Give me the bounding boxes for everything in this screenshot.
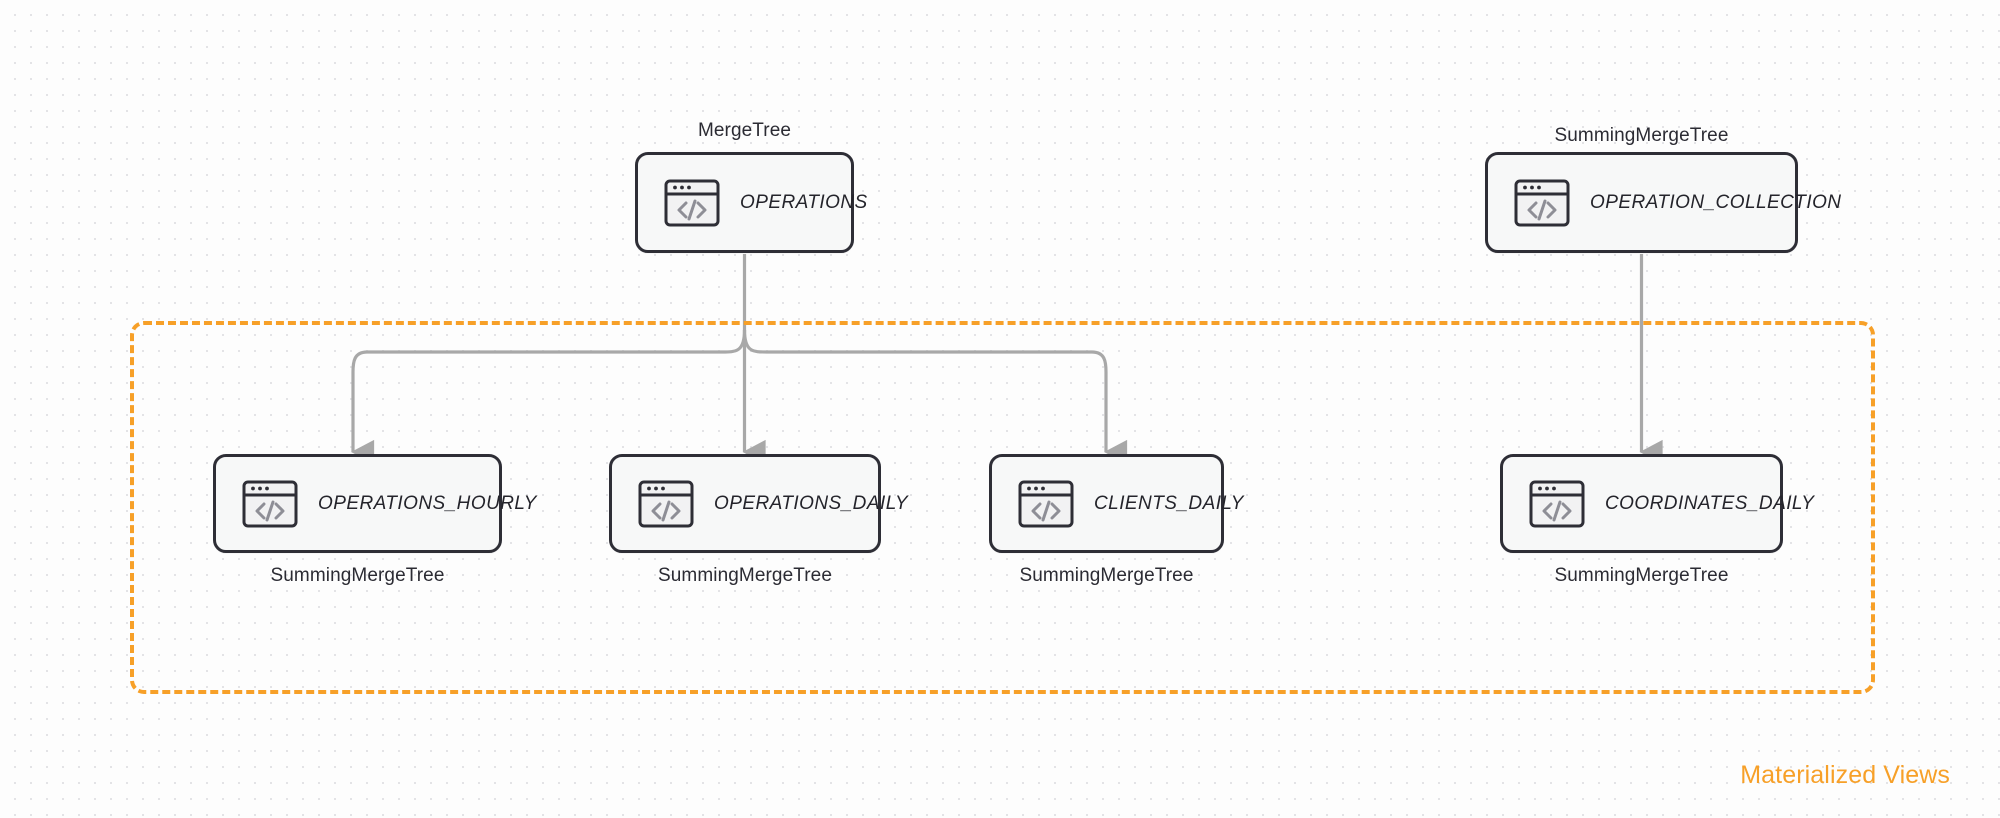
node-clients-daily[interactable]: CLIENTS_DAILY [989, 454, 1243, 553]
code-window-icon [664, 178, 720, 228]
code-window-icon [242, 479, 298, 529]
node-operations[interactable]: OPERATIONS [635, 152, 867, 253]
node-label-operation-collection: OPERATION_COLLECTION [1590, 191, 1842, 213]
engine-caption-operations: MergeTree [697, 120, 792, 141]
engine-caption-operations-hourly: SummingMergeTree [270, 565, 445, 586]
node-label-clients-daily: CLIENTS_DAILY [1094, 492, 1244, 514]
node-label-operations-hourly: OPERATIONS_HOURLY [318, 492, 537, 514]
materialized-views-group-label: Materialized Views [1740, 761, 1950, 789]
node-coordinates-daily[interactable]: COORDINATES_DAILY [1500, 454, 1814, 553]
code-window-icon [1018, 479, 1074, 529]
code-window-icon [1529, 479, 1585, 529]
engine-caption-clients-daily: SummingMergeTree [1019, 565, 1194, 586]
edge-operations-to-operations-hourly [351, 329, 747, 465]
node-operation-collection[interactable]: OPERATION_COLLECTION [1485, 152, 1841, 253]
engine-caption-operations-daily: SummingMergeTree [657, 565, 833, 586]
engine-caption-operation-collection: SummingMergeTree [1554, 125, 1729, 146]
engine-caption-coordinates-daily: SummingMergeTree [1554, 565, 1729, 586]
node-operations-hourly[interactable]: OPERATIONS_HOURLY [213, 454, 536, 553]
code-window-icon [1514, 178, 1570, 228]
node-label-coordinates-daily: COORDINATES_DAILY [1605, 492, 1815, 514]
code-window-icon [638, 479, 694, 529]
node-operations-daily[interactable]: OPERATIONS_DAILY [609, 454, 908, 553]
node-label-operations-daily: OPERATIONS_DAILY [714, 492, 909, 514]
node-label-operations: OPERATIONS [740, 191, 868, 213]
edge-operations-to-clients-daily [742, 329, 1128, 465]
